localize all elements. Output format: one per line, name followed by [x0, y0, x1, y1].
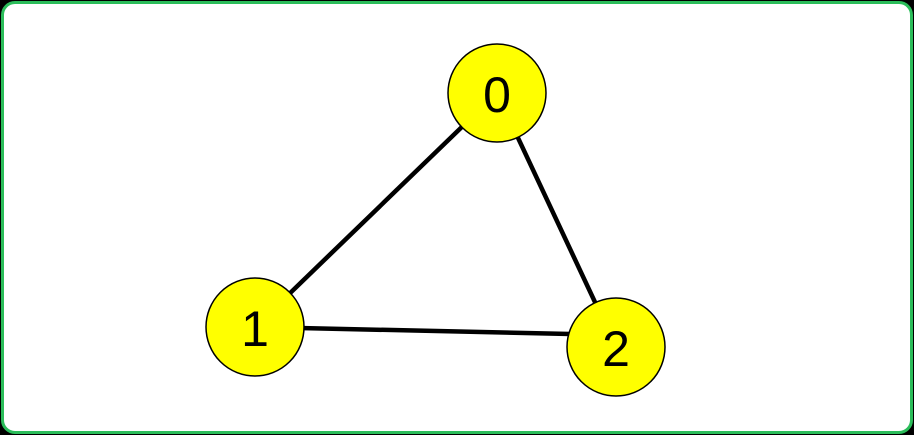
node-1-circle: [205, 277, 305, 377]
node-2: 2: [566, 297, 666, 397]
node-1: 1: [205, 277, 305, 377]
edge-1-2: [252, 324, 619, 338]
graph-diagram: 0 1 2: [205, 43, 666, 397]
node-0-label: 0: [483, 67, 511, 123]
node-2-label: 2: [602, 321, 630, 377]
node-1-label: 1: [241, 301, 269, 357]
edge-0-1: [252, 90, 500, 330]
node-0: 0: [447, 43, 547, 143]
node-0-circle: [447, 43, 547, 143]
edges: [252, 90, 619, 350]
node-2-circle: [566, 297, 666, 397]
